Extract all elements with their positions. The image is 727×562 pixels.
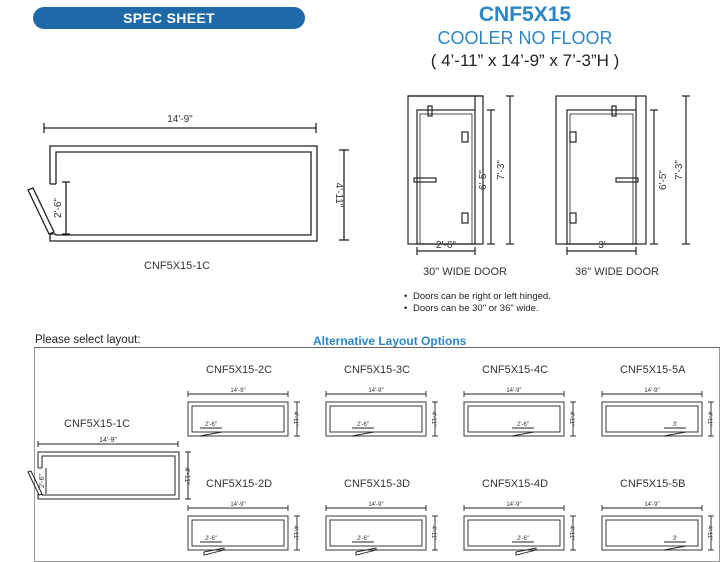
layout-option-name[interactable]: CNF5X15-4D: [482, 478, 549, 490]
layout-option-plan[interactable]: 14'-9" 4'-11" 2'-6": [184, 386, 304, 448]
spec-sheet-badge: SPEC SHEET: [33, 7, 305, 29]
note-item: •Doors can be right or left hinged.: [404, 291, 551, 302]
elevation-30-door: 6'-5" 7'-3" 2'-6": [407, 95, 514, 255]
option-width-label: 4'-11": [292, 412, 298, 427]
option-length-label: 14'-9": [644, 388, 659, 394]
option-length-label: 14'-9": [644, 502, 659, 508]
option-width-label: 4'-11": [706, 526, 712, 541]
layout-option-plan[interactable]: 14'-9" 4'-11" 2'-6": [184, 500, 304, 562]
option-width-label: 4'-11": [430, 412, 436, 427]
elev2-door-width-label: 3': [598, 240, 606, 251]
option-length-label: 14'-9": [368, 388, 383, 394]
option-door-label: 2'-6": [357, 536, 369, 542]
option-door-label: 3': [673, 422, 677, 428]
option-length-label: 14'-9": [230, 502, 245, 508]
layout-option-name[interactable]: CNF5X15-2D: [206, 478, 273, 490]
dimension-summary: ( 4’-11” x 14’-9” x 7’-3”H ): [430, 51, 620, 70]
notes-list: •Doors can be right or left hinged. •Doo…: [404, 291, 551, 315]
layout-option-name[interactable]: CNF5X15-3D: [344, 478, 411, 490]
elevation-36-door: 6'-5" 7'-3" 3': [555, 95, 690, 255]
plan-door-label: 2'-6": [53, 198, 64, 218]
note-item: •Doors can be 30" or 36" wide.: [404, 303, 539, 314]
alternative-layouts-title: Alternative Layout Options: [313, 334, 467, 348]
elev1-total-height-label: 7'-3": [496, 160, 507, 180]
layout-option-plan[interactable]: 14'-9" 4'-11" 2'-6": [322, 500, 442, 562]
product-subtitle: COOLER NO FLOOR: [437, 28, 613, 48]
layout-option-name[interactable]: CNF5X15-2C: [206, 364, 273, 376]
option-length-label: 14'-9": [230, 388, 245, 394]
option-door-label: 2'-6": [205, 422, 217, 428]
elev2-total-height-label: 7'-3": [674, 160, 685, 180]
layout-option-plan[interactable]: 14'-9" 4'-11" 3': [598, 500, 718, 562]
option-width-label: 4'-11": [568, 412, 574, 427]
selected-width-label: 4'-11": [183, 467, 190, 485]
selected-layout-plan[interactable]: 14'-9" 4'-11" 2'-6": [22, 436, 192, 506]
option-door-label: 3': [673, 536, 677, 542]
elev1-door-height-label: 6'-5": [478, 170, 489, 190]
selected-door-label: 2'-6": [39, 474, 46, 488]
model-title: CNF5X15: [478, 3, 572, 26]
layout-option-name[interactable]: CNF5X15-3C: [344, 364, 411, 376]
option-width-label: 4'-11": [292, 526, 298, 541]
option-door-label: 2'-6": [517, 536, 529, 542]
layout-option-plan[interactable]: 14'-9" 4'-11" 2'-6": [460, 386, 580, 448]
layout-option-plan[interactable]: 14'-9" 4'-11" 2'-6": [460, 500, 580, 562]
layout-option-plan[interactable]: 14'-9" 4'-11" 3': [598, 386, 718, 448]
option-width-label: 4'-11": [568, 526, 574, 541]
option-width-label: 4'-11": [430, 526, 436, 541]
option-length-label: 14'-9": [368, 502, 383, 508]
option-door-label: 2'-6": [205, 536, 217, 542]
selected-layout-name[interactable]: CNF5X15-1C: [64, 418, 131, 430]
plan-width-label: 4'-11": [333, 183, 344, 208]
main-plan-caption: CNF5X15-1C: [144, 260, 211, 272]
plan-length-label: 14'-9": [167, 114, 193, 125]
layout-option-name[interactable]: CNF5X15-5A: [620, 364, 686, 376]
elev2-caption: 36" WIDE DOOR: [575, 266, 659, 278]
main-floor-plan: 14'-9" 4'-11" 2'-6": [27, 114, 349, 242]
section-divider: [34, 347, 720, 348]
option-door-label: 2'-6": [517, 422, 529, 428]
elev1-caption: 30" WIDE DOOR: [423, 266, 507, 278]
select-layout-label: Please select layout:: [35, 334, 141, 346]
option-length-label: 14'-9": [506, 502, 521, 508]
elev2-door-height-label: 6'-5": [658, 170, 669, 190]
layout-option-name[interactable]: CNF5X15-4C: [482, 364, 549, 376]
layout-option-plan[interactable]: 14'-9" 4'-11" 2'-6": [322, 386, 442, 448]
option-door-label: 2'-6": [357, 422, 369, 428]
layout-option-name[interactable]: CNF5X15-5B: [620, 478, 686, 490]
option-length-label: 14'-9": [506, 388, 521, 394]
selected-length-label: 14'-9": [99, 437, 117, 444]
option-width-label: 4'-11": [706, 412, 712, 427]
elev1-door-width-label: 2'-6": [436, 240, 456, 251]
